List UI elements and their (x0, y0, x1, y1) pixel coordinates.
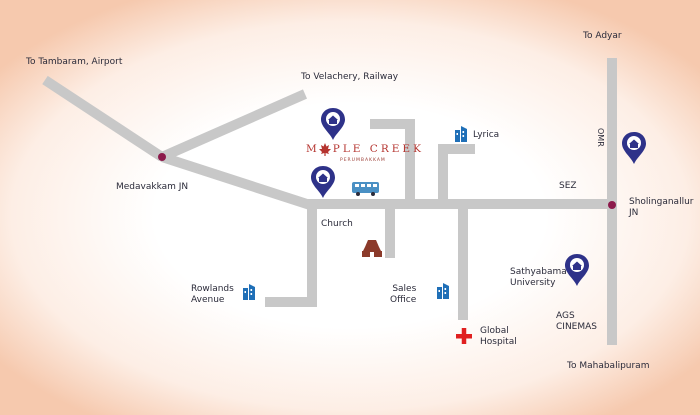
church-icon (362, 240, 382, 257)
road-rowlands (265, 204, 317, 307)
junction-dot-icon (608, 201, 616, 209)
location-pin-icon (565, 254, 589, 286)
label-rowlands: Rowlands Avenue (191, 284, 234, 305)
label-ags: AGS CINEMAS (556, 311, 597, 332)
building-icon (437, 283, 449, 299)
location-pin-icon (622, 132, 646, 164)
label-church: Church (321, 219, 353, 229)
label-mahabalipuram: To Mahabalipuram (567, 361, 650, 371)
building-icon (455, 126, 467, 142)
road-tambaram (42, 75, 165, 162)
brand-subtitle: PERUMBAKKAM (340, 158, 386, 163)
road-medavakkam-main (160, 152, 312, 210)
maple-leaf-icon (319, 143, 331, 156)
road-network (42, 58, 617, 345)
junction-dot-icon (158, 153, 166, 161)
label-sez: SEZ (559, 181, 577, 191)
label-adyar: To Adyar (583, 31, 622, 41)
label-hospital: Global Hospital (480, 326, 517, 347)
road-maple-creek (370, 119, 415, 204)
brand-name-rest: PLE CREEK (332, 143, 424, 155)
label-sholinganallur: Sholinganallur JN (629, 197, 694, 218)
hospital-cross-icon (456, 328, 472, 344)
road-lyrica (438, 144, 475, 204)
building-icon (243, 284, 255, 300)
label-omr: OMR (596, 128, 605, 147)
label-velachery: To Velachery, Railway (301, 72, 399, 82)
road-velachery (159, 89, 308, 162)
label-medavakkam: Medavakkam JN (116, 182, 189, 192)
bus-icon (352, 182, 379, 196)
label-tambaram: To Tambaram, Airport (26, 57, 123, 67)
label-sales-office: Sales Office (390, 284, 417, 305)
label-sathyabama: Sathyabama University (510, 267, 567, 288)
location-pin-icon (311, 166, 335, 198)
label-lyrica: Lyrica (473, 130, 500, 140)
location-pin-icon (321, 108, 345, 140)
